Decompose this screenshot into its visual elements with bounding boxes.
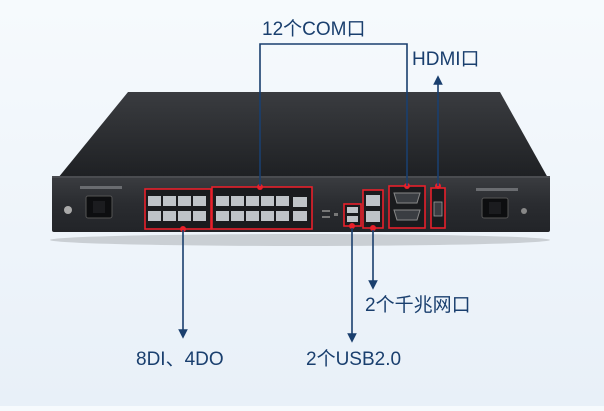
dido-label: 8DI、4DO [136,349,224,370]
gigabit-ports [362,189,384,229]
com-connector-line [259,43,408,186]
com-label: 12个COM口 [262,19,366,40]
hdmi-port [430,187,446,229]
com-port-block [211,186,313,230]
usb-ports [343,203,362,227]
db9-ports [388,185,426,229]
power-inlet-right [476,188,527,219]
dido-terminal-block [144,188,212,230]
usb-label: 2个USB2.0 [306,349,402,370]
chassis-top [58,92,548,178]
power-inlet-left [64,186,122,219]
hdmi-label: HDMI口 [412,49,480,70]
gigabit-label: 2个千兆网口 [365,295,471,316]
